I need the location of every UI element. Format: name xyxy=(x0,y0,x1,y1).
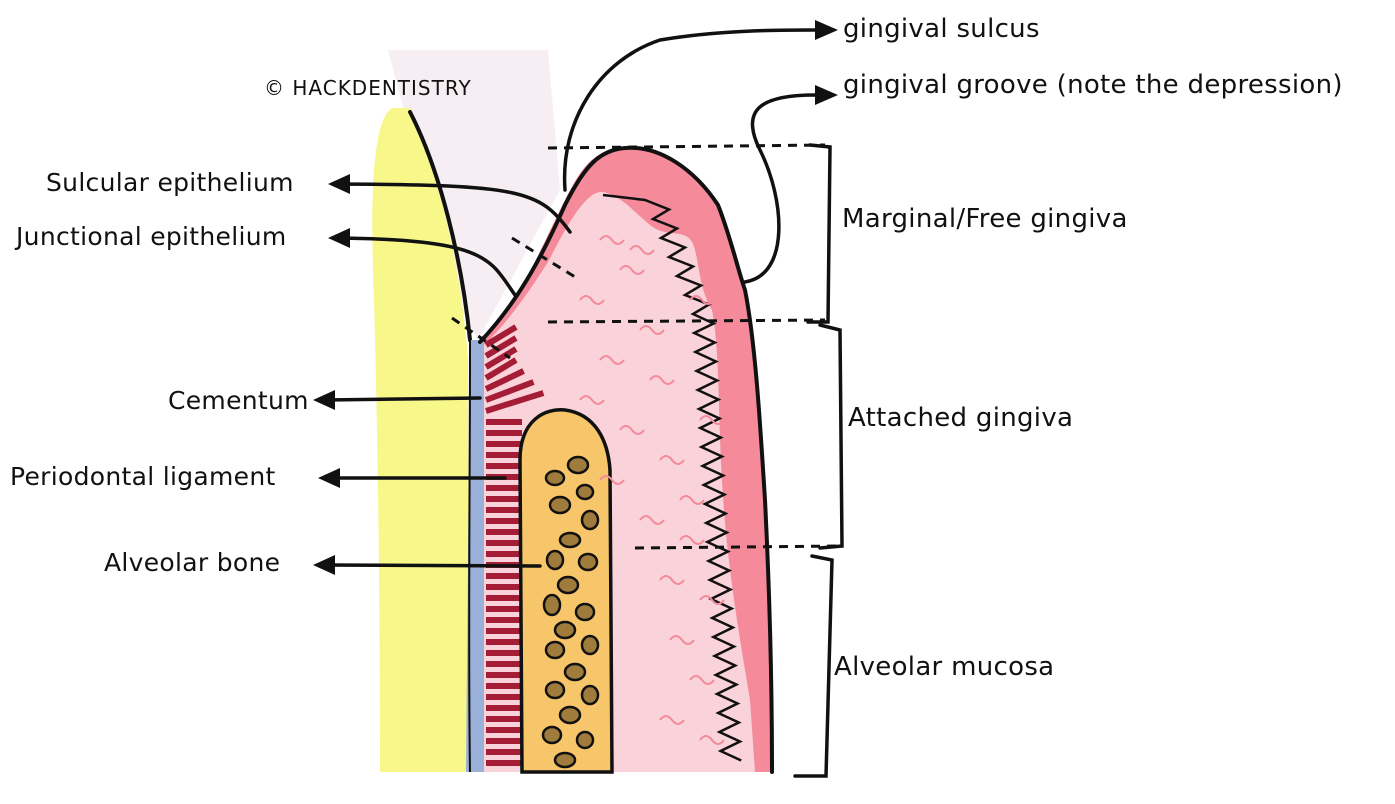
trabecula xyxy=(577,552,599,572)
fiber-squiggle xyxy=(579,295,605,305)
fiber-squiggle xyxy=(619,425,645,435)
ligament-fiber xyxy=(484,357,518,381)
bone-trabeculae xyxy=(541,455,600,769)
arrow-head xyxy=(318,468,340,488)
fiber-squiggle xyxy=(629,245,655,255)
trabecula xyxy=(566,455,590,475)
fiber-squiggle xyxy=(599,475,625,485)
dash-free-gingival-groove xyxy=(547,318,826,324)
fiber-squiggle xyxy=(659,715,685,725)
label-junctional-epithelium: Junctional epithelium xyxy=(16,222,287,251)
fiber-squiggle xyxy=(639,515,665,525)
fiber-squiggle xyxy=(659,455,685,465)
tooth-outline xyxy=(408,110,472,342)
fiber-squiggle xyxy=(699,735,725,745)
ligament-fiber xyxy=(484,368,525,392)
trabecula xyxy=(541,725,563,745)
brackets xyxy=(793,143,844,778)
bracket-marginal-gingiva xyxy=(806,143,832,324)
gingiva-outline xyxy=(478,145,774,774)
ligament-fiber xyxy=(484,346,518,370)
gingival-sulcus-leader xyxy=(562,28,817,192)
trabecula xyxy=(575,483,595,501)
arrow-head xyxy=(313,555,335,575)
ligament-fiber xyxy=(484,335,518,359)
arrow-head xyxy=(328,228,350,248)
trabecula xyxy=(544,469,566,487)
fiber-squiggle xyxy=(619,265,645,275)
alveolar-bone-leader xyxy=(323,563,542,568)
trabecula xyxy=(553,751,577,769)
fiber-squiggle xyxy=(579,395,605,405)
dash-sulcus-mark-2 xyxy=(451,316,511,360)
fiber-squiggle xyxy=(669,635,695,645)
trabecula xyxy=(580,509,600,531)
fiber-squiggle xyxy=(679,535,705,545)
label-marginal-gingiva: Marginal/Free gingiva xyxy=(842,204,1128,234)
arrow-head xyxy=(815,20,838,40)
watermark: © HACKDENTISTRY xyxy=(264,76,472,100)
sulcular-epithelium-leader xyxy=(338,182,572,234)
trabecula xyxy=(575,730,595,750)
trabecula xyxy=(563,662,587,682)
fiber-squiggle xyxy=(649,375,675,385)
bracket-alveolar-mucosa xyxy=(793,554,834,778)
fiber-squiggle xyxy=(699,415,725,425)
label-periodontal-ligament: Periodontal ligament xyxy=(10,462,276,491)
arrow-head xyxy=(328,174,350,194)
label-gingival-sulcus: gingival sulcus xyxy=(843,14,1040,44)
trabecula xyxy=(556,575,580,595)
label-cementum: Cementum xyxy=(168,386,309,415)
trabecula xyxy=(545,549,565,571)
leader-lines xyxy=(323,28,817,568)
trabecula xyxy=(544,680,566,700)
bracket-attached-gingiva xyxy=(818,323,844,550)
label-gingival-groove: gingival groove (note the depression) xyxy=(843,70,1343,100)
arrow-head xyxy=(815,85,838,105)
cementum-outline xyxy=(468,339,471,773)
dash-gingival-margin xyxy=(547,143,826,150)
label-sulcular-epithelium: Sulcular epithelium xyxy=(46,168,294,197)
connective-tissue-fibers xyxy=(579,235,725,745)
fiber-squiggle xyxy=(689,675,715,685)
fiber-squiggle xyxy=(689,295,715,305)
trabecula xyxy=(544,640,566,660)
fiber-squiggle xyxy=(679,495,705,505)
label-alveolar-bone: Alveolar bone xyxy=(104,548,281,577)
fiber-squiggle xyxy=(599,355,625,365)
gingival-groove-leader xyxy=(743,93,817,284)
trabecula xyxy=(558,531,582,549)
ligament-fiber xyxy=(484,379,535,403)
dash-sulcus-mark-1 xyxy=(511,236,581,282)
ligament-fiber xyxy=(484,324,518,348)
arrow-heads xyxy=(313,20,838,575)
label-alveolar-mucosa: Alveolar mucosa xyxy=(834,652,1055,682)
trabecula xyxy=(574,602,596,622)
dashed-lines xyxy=(451,143,841,550)
arrow-head xyxy=(313,390,335,410)
trabecula xyxy=(542,593,562,617)
trabecula xyxy=(548,495,572,515)
fiber-squiggle xyxy=(699,595,725,605)
fiber-squiggle xyxy=(599,235,625,245)
fiber-squiggle xyxy=(659,575,685,585)
junctional-epithelium-leader xyxy=(338,236,517,297)
cementum-leader xyxy=(323,396,482,402)
trabecula xyxy=(580,684,600,706)
ligament-fiber xyxy=(485,390,545,414)
rete-ridges xyxy=(602,193,743,762)
trabecula xyxy=(558,705,582,725)
tooth-dentin xyxy=(372,108,470,772)
dash-mucogingival-junction xyxy=(634,544,841,550)
trabecula xyxy=(553,620,577,640)
trabecula xyxy=(580,634,600,656)
gingival-sulcus-region xyxy=(388,50,560,340)
label-attached-gingiva: Attached gingiva xyxy=(848,403,1074,433)
fiber-squiggle xyxy=(639,325,665,335)
